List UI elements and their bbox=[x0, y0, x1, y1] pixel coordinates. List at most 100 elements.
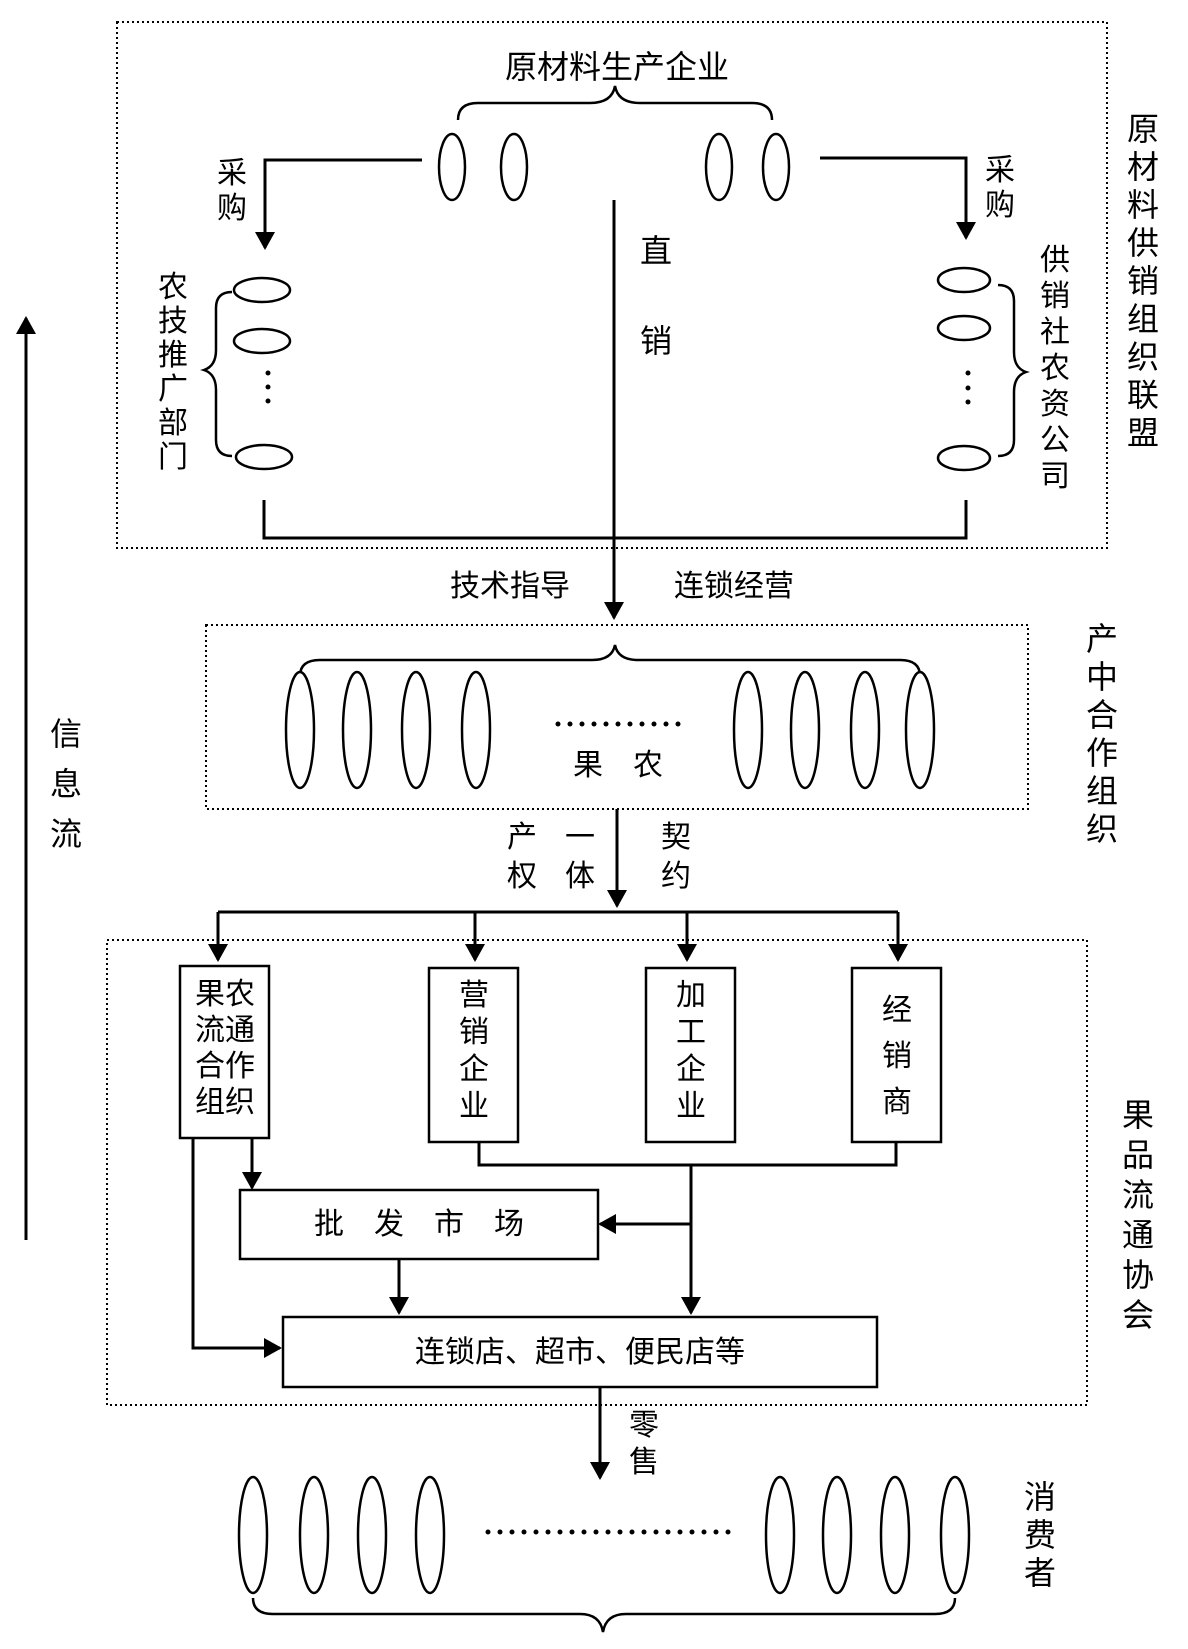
svg-text:费: 费 bbox=[1024, 1516, 1056, 1554]
svg-text:组织: 组织 bbox=[195, 1085, 255, 1120]
consumer-brace bbox=[251, 1597, 957, 1633]
alliance-boundary bbox=[116, 21, 1108, 549]
farmer-dots bbox=[555, 721, 681, 727]
svg-text:消: 消 bbox=[1024, 1478, 1056, 1516]
svg-text:流: 流 bbox=[50, 815, 82, 853]
processing-box-label: 加 工 企 业 bbox=[676, 978, 706, 1124]
retail-label-2: 售 bbox=[629, 1445, 659, 1480]
fruit-farmers-label: 果 农 bbox=[573, 748, 663, 783]
mid-org-label: 产 中 合 作 组 织 bbox=[1086, 620, 1118, 848]
svg-text:联: 联 bbox=[1127, 376, 1159, 414]
svg-text:品: 品 bbox=[1122, 1136, 1154, 1174]
svg-text:盟: 盟 bbox=[1127, 414, 1159, 452]
agri-tech-ellipses bbox=[232, 276, 294, 471]
svg-text:营: 营 bbox=[459, 978, 489, 1013]
svg-text:商: 商 bbox=[882, 1085, 912, 1120]
consumer-ellipses bbox=[237, 1475, 971, 1595]
wholesale-label: 批 发 市 场 bbox=[314, 1207, 524, 1242]
association-boundary bbox=[106, 939, 1088, 1406]
agri-tech-label: 农 技 推 广 部 门 bbox=[158, 270, 188, 475]
svg-text:材: 材 bbox=[1127, 148, 1159, 186]
svg-text:供: 供 bbox=[1127, 224, 1159, 262]
purchase-right-label-1: 采 bbox=[985, 153, 1015, 188]
marketing-box-label: 营 销 企 业 bbox=[459, 978, 489, 1124]
svg-text:销: 销 bbox=[459, 1015, 489, 1050]
farmer-brace bbox=[298, 644, 922, 677]
property-label-1: 产 bbox=[507, 820, 537, 855]
svg-text:企: 企 bbox=[676, 1052, 706, 1087]
purchase-left-arrow bbox=[255, 158, 422, 250]
retail-label-1: 零 bbox=[629, 1408, 659, 1443]
dealer-box-label: 经 销 商 bbox=[882, 993, 912, 1120]
svg-text:司: 司 bbox=[1040, 459, 1070, 494]
enterprise-join-line bbox=[477, 1142, 898, 1167]
svg-text:果: 果 bbox=[1122, 1096, 1154, 1134]
svg-text:销: 销 bbox=[1040, 279, 1070, 314]
supply-coop-label: 供 销 社 农 资 公 司 bbox=[1040, 243, 1070, 494]
retail-box bbox=[281, 1315, 879, 1389]
svg-text:技: 技 bbox=[158, 304, 188, 339]
svg-text:供: 供 bbox=[1040, 243, 1070, 278]
consumers-label: 消 费 者 bbox=[1024, 1478, 1056, 1592]
svg-text:流: 流 bbox=[1122, 1176, 1154, 1214]
farmer-ellipses bbox=[284, 670, 936, 790]
agri-tech-brace bbox=[200, 290, 233, 458]
svg-text:作: 作 bbox=[1086, 734, 1118, 772]
svg-text:社: 社 bbox=[1040, 315, 1070, 350]
svg-text:销: 销 bbox=[1127, 262, 1159, 300]
svg-text:经: 经 bbox=[882, 993, 912, 1028]
svg-text:推: 推 bbox=[158, 338, 188, 373]
integration-label-1: 一 bbox=[565, 820, 595, 855]
direct-sale-label-2: 销 bbox=[640, 322, 672, 360]
coop-box bbox=[178, 964, 271, 1140]
consumer-dots bbox=[485, 1529, 731, 1535]
svg-text:企: 企 bbox=[459, 1052, 489, 1087]
integration-label-2: 体 bbox=[565, 859, 595, 894]
svg-text:资: 资 bbox=[1040, 387, 1070, 422]
svg-text:者: 者 bbox=[1024, 1554, 1056, 1592]
processing-box bbox=[644, 966, 737, 1144]
dealer-box bbox=[850, 966, 943, 1144]
svg-text:会: 会 bbox=[1122, 1296, 1154, 1334]
enterprise-brace bbox=[456, 85, 774, 121]
svg-text:原: 原 bbox=[1127, 110, 1159, 148]
svg-text:织: 织 bbox=[1127, 338, 1159, 376]
contract-label-1: 契 bbox=[661, 820, 691, 855]
wholesale-box bbox=[238, 1188, 600, 1261]
alliance-join-line bbox=[262, 500, 968, 540]
coop-box-label: 果农 流通 合作 组织 bbox=[195, 977, 255, 1120]
property-label-2: 权 bbox=[507, 859, 537, 894]
purchase-left-label-2: 购 bbox=[217, 191, 247, 226]
svg-text:业: 业 bbox=[676, 1089, 706, 1124]
svg-text:织: 织 bbox=[1086, 810, 1118, 848]
svg-text:门: 门 bbox=[158, 440, 188, 475]
raw-enterprise-label: 原材料生产企业 bbox=[505, 48, 729, 86]
tech-guidance-label: 技术指导 bbox=[450, 569, 570, 604]
svg-text:广: 广 bbox=[158, 372, 188, 407]
svg-text:工: 工 bbox=[676, 1015, 706, 1050]
svg-text:中: 中 bbox=[1086, 658, 1118, 696]
svg-text:公: 公 bbox=[1040, 423, 1070, 458]
purchase-right-label-2: 购 bbox=[985, 188, 1015, 223]
retail-shops-label: 连锁店、超市、便民店等 bbox=[415, 1335, 745, 1370]
svg-text:果农: 果农 bbox=[195, 977, 255, 1012]
svg-text:息: 息 bbox=[50, 765, 82, 803]
chain-operation-label: 连锁经营 bbox=[674, 569, 794, 604]
marketing-box bbox=[427, 966, 520, 1144]
info-flow-label: 信 息 流 bbox=[50, 715, 82, 853]
svg-text:加: 加 bbox=[676, 978, 706, 1013]
svg-text:农: 农 bbox=[158, 270, 188, 305]
supply-coop-brace bbox=[997, 283, 1030, 458]
svg-text:信: 信 bbox=[50, 715, 82, 753]
svg-text:合: 合 bbox=[1086, 696, 1118, 734]
svg-text:农: 农 bbox=[1040, 351, 1070, 386]
svg-text:组: 组 bbox=[1086, 772, 1118, 810]
alliance-label: 原 材 料 供 销 组 织 联 盟 bbox=[1127, 110, 1159, 452]
purchase-left-label-1: 采 bbox=[217, 156, 247, 191]
purchase-right-arrow bbox=[820, 156, 976, 240]
direct-sale-label-1: 直 bbox=[640, 232, 672, 270]
svg-text:合作: 合作 bbox=[195, 1049, 255, 1084]
svg-text:产: 产 bbox=[1086, 620, 1118, 658]
svg-text:协: 协 bbox=[1122, 1256, 1154, 1294]
